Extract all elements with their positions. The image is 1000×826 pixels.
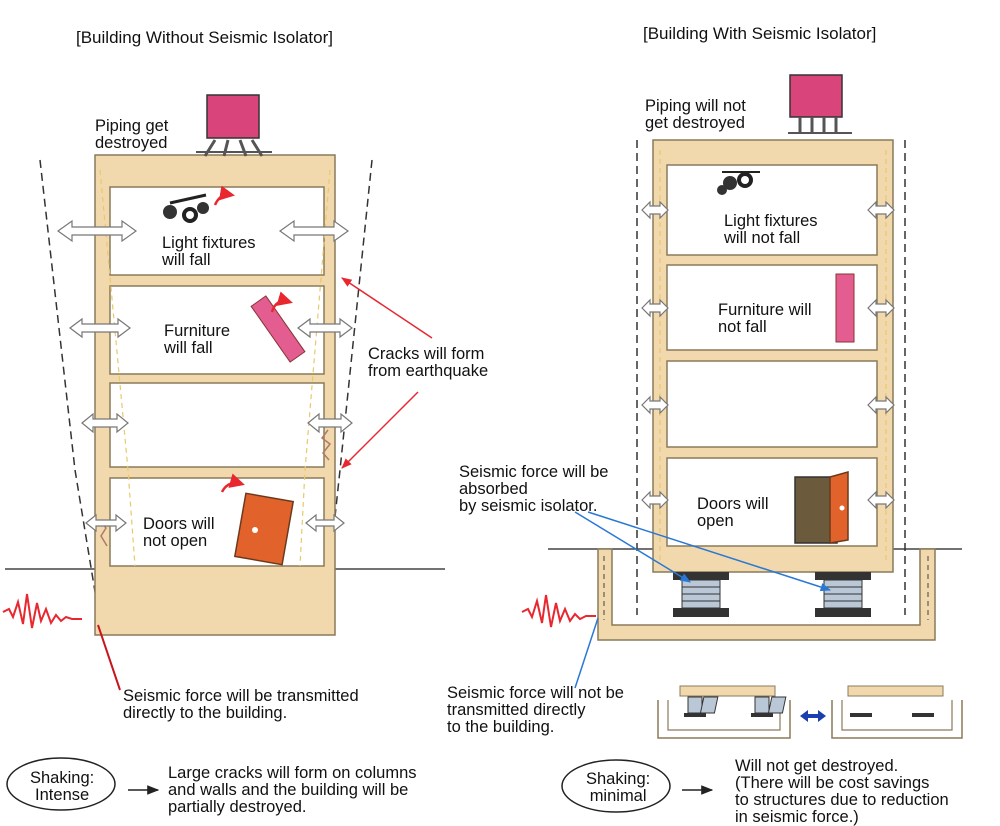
- seismic-isolator-right: [815, 572, 871, 617]
- sway-guide-left: [39, 159, 99, 611]
- left-light-fixture: [163, 193, 209, 223]
- right-title: [Building With Seismic Isolator]: [643, 24, 877, 43]
- left-seismic-wave: [2, 593, 82, 629]
- left-furniture-label: Furniture will fall: [164, 322, 231, 357]
- right-shaking-label: Shaking: minimal: [586, 770, 651, 805]
- absorbed-label: Seismic force will be absorbed by seismi…: [459, 463, 609, 515]
- right-building: [521, 74, 963, 739]
- right-seismic-wave: [521, 594, 596, 628]
- right-floor-2: [666, 360, 878, 448]
- left-seismic-label: Seismic force will be transmitted direct…: [123, 687, 359, 722]
- isolator-inset-after: [699, 685, 963, 739]
- left-light-label: Light fixtures will fall: [162, 234, 256, 269]
- right-roof-unit: [789, 74, 843, 118]
- right-furniture-label: Furniture will not fall: [718, 301, 812, 336]
- cracks-label: Cracks will form from earthquake: [368, 345, 489, 380]
- left-jammed-door: [233, 492, 295, 566]
- right-open-door: [794, 471, 849, 544]
- right-result-label: Will not get destroyed. (There will be c…: [735, 757, 949, 826]
- left-title: [Building Without Seismic Isolator]: [76, 28, 333, 47]
- sway-double-arrow-icon: [800, 710, 826, 722]
- right-doors-label: Doors will open: [697, 495, 769, 530]
- isolator-inset-before: [657, 685, 791, 739]
- right-light-fixture: [717, 171, 760, 195]
- left-shaking-label: Shaking: Intense: [30, 769, 95, 804]
- right-light-label: Light fixtures will not fall: [724, 212, 818, 247]
- left-piping-label: Piping get destroyed: [95, 117, 169, 152]
- left-falling-furniture: [250, 295, 306, 363]
- left-roof-unit: [206, 94, 260, 139]
- left-shaking-badge-outline: [6, 757, 116, 811]
- left-result-label: Large cracks will form on columns and wa…: [168, 764, 417, 816]
- right-shaking-badge-outline: [561, 759, 671, 813]
- left-broken-piping: [203, 139, 264, 157]
- seismic-isolator-left: [673, 572, 729, 617]
- left-building: [2, 94, 445, 691]
- left-sway-arrows: [56, 219, 353, 533]
- crack-mark-1: [320, 429, 332, 461]
- right-seismic-label: Seismic force will not be transmitted di…: [447, 684, 624, 736]
- right-piping-label: Piping will not get destroyed: [645, 97, 746, 132]
- right-sway-arrows: [641, 200, 895, 510]
- right-foundation-pit: [597, 548, 936, 641]
- left-doors-label: Doors will not open: [143, 515, 215, 550]
- right-furniture: [835, 273, 855, 343]
- left-floor-2: [109, 382, 325, 468]
